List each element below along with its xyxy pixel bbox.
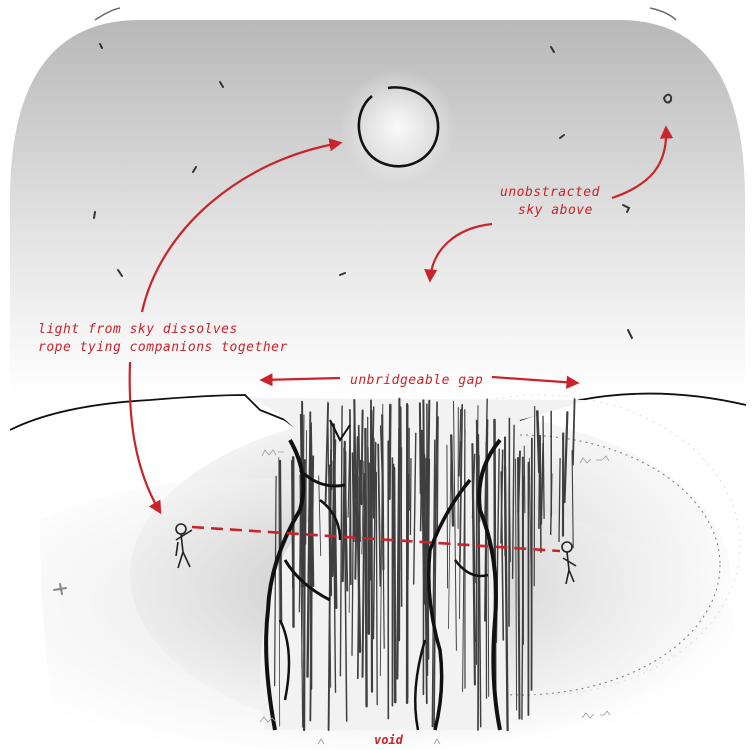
hatch-stroke bbox=[376, 472, 377, 704]
sky-label-line2: sky above bbox=[518, 203, 593, 218]
moon-icon bbox=[340, 69, 456, 185]
hatch-stroke bbox=[394, 468, 395, 702]
void-label: void bbox=[374, 733, 404, 747]
hatch-stroke bbox=[354, 400, 355, 497]
hatch-stroke bbox=[350, 410, 351, 584]
hatch-stroke bbox=[420, 403, 421, 493]
hatch-stroke bbox=[361, 411, 362, 505]
hatch-stroke bbox=[437, 417, 438, 536]
hatch-stroke bbox=[410, 459, 411, 535]
hatch-stroke bbox=[304, 460, 305, 730]
sky-label-line1: unobstracted bbox=[500, 185, 600, 200]
hatch-stroke bbox=[534, 407, 535, 586]
hatch-stroke bbox=[390, 405, 391, 499]
light-label-line2: rope tying companions together bbox=[38, 340, 288, 355]
hatch-stroke bbox=[365, 429, 366, 706]
hatch-stroke bbox=[540, 436, 541, 553]
gap-label: unbridgeable gap bbox=[350, 373, 483, 388]
hatch-stroke bbox=[280, 461, 281, 624]
light-label-line1: light from sky dissolves bbox=[38, 322, 238, 337]
hatch-stroke bbox=[524, 446, 525, 513]
hatch-stroke bbox=[373, 439, 374, 518]
